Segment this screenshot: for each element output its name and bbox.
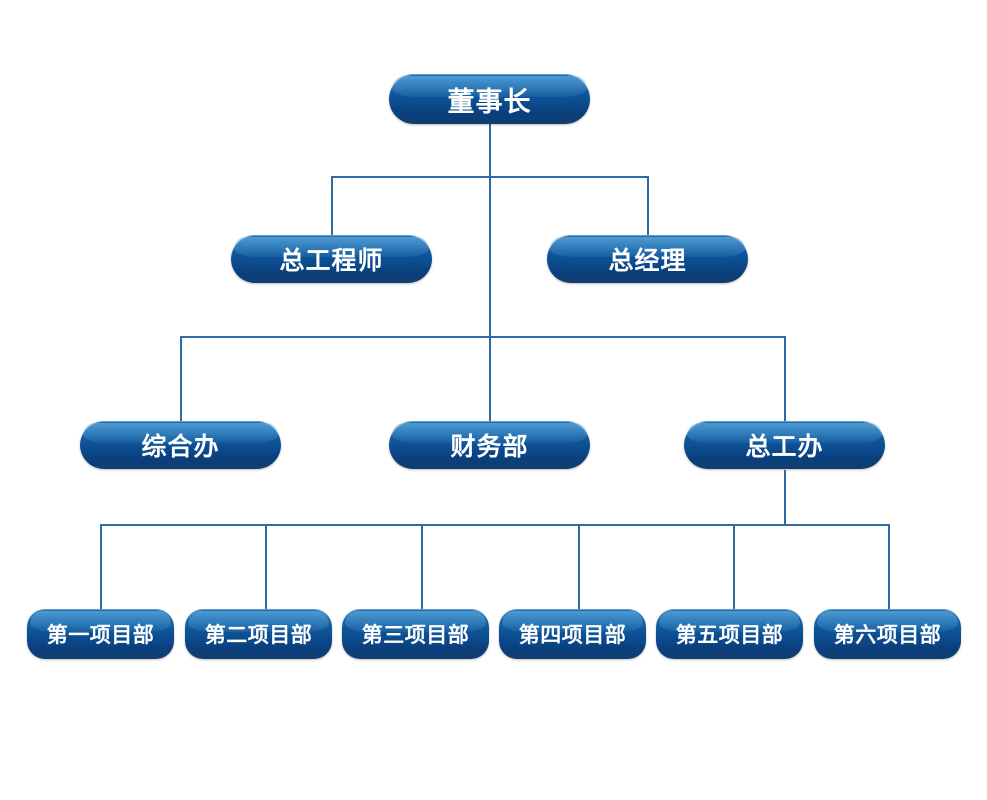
connector-chief-engineer-office-down: [784, 470, 786, 524]
connector-to-project-dept-4: [578, 524, 580, 609]
node-general-office[interactable]: 综合办: [80, 421, 281, 469]
connector-to-project-dept-3: [421, 524, 423, 609]
node-finance-dept-label: 财务部: [450, 433, 529, 461]
node-general-office-label: 综合办: [141, 433, 220, 461]
node-project-dept-2[interactable]: 第二项目部: [185, 609, 332, 659]
connector-to-project-dept-5: [733, 524, 735, 609]
node-project-dept-3-label: 第三项目部: [361, 624, 470, 647]
node-finance-dept[interactable]: 财务部: [389, 421, 590, 469]
connector-to-chief-engineer: [331, 176, 333, 236]
node-project-dept-1[interactable]: 第一项目部: [27, 609, 174, 659]
node-project-dept-4-label: 第四项目部: [518, 624, 627, 647]
node-general-manager-label: 总经理: [608, 247, 687, 275]
node-chairman-label: 董事长: [447, 86, 532, 117]
node-project-dept-5-label: 第五项目部: [675, 624, 784, 647]
connector-level2-bus: [180, 336, 786, 338]
connector-to-general-office: [180, 336, 182, 422]
node-project-dept-4[interactable]: 第四项目部: [499, 609, 646, 659]
connector-to-project-dept-6: [888, 524, 890, 609]
connector-to-general-manager: [647, 176, 649, 236]
node-chief-engineer-office[interactable]: 总工办: [684, 421, 885, 469]
connector-to-finance-dept: [489, 336, 491, 422]
node-chief-engineer-office-label: 总工办: [745, 433, 824, 461]
connector-to-project-dept-1: [100, 524, 102, 609]
connector-chairman-down: [489, 123, 491, 176]
node-chief-engineer-label: 总工程师: [279, 247, 384, 275]
node-project-dept-5[interactable]: 第五项目部: [656, 609, 803, 659]
connector-to-project-dept-2: [265, 524, 267, 609]
connector-level3-bus: [100, 524, 889, 526]
node-project-dept-2-label: 第二项目部: [204, 624, 313, 647]
node-project-dept-3[interactable]: 第三项目部: [342, 609, 489, 659]
node-project-dept-6-label: 第六项目部: [833, 624, 942, 647]
node-chairman[interactable]: 董事长: [389, 74, 590, 124]
connector-chairman-trunk: [489, 176, 491, 336]
node-general-manager[interactable]: 总经理: [547, 235, 748, 283]
connector-to-chief-engineer-office: [784, 336, 786, 422]
node-chief-engineer[interactable]: 总工程师: [231, 235, 432, 283]
node-project-dept-1-label: 第一项目部: [46, 624, 155, 647]
node-project-dept-6[interactable]: 第六项目部: [814, 609, 961, 659]
